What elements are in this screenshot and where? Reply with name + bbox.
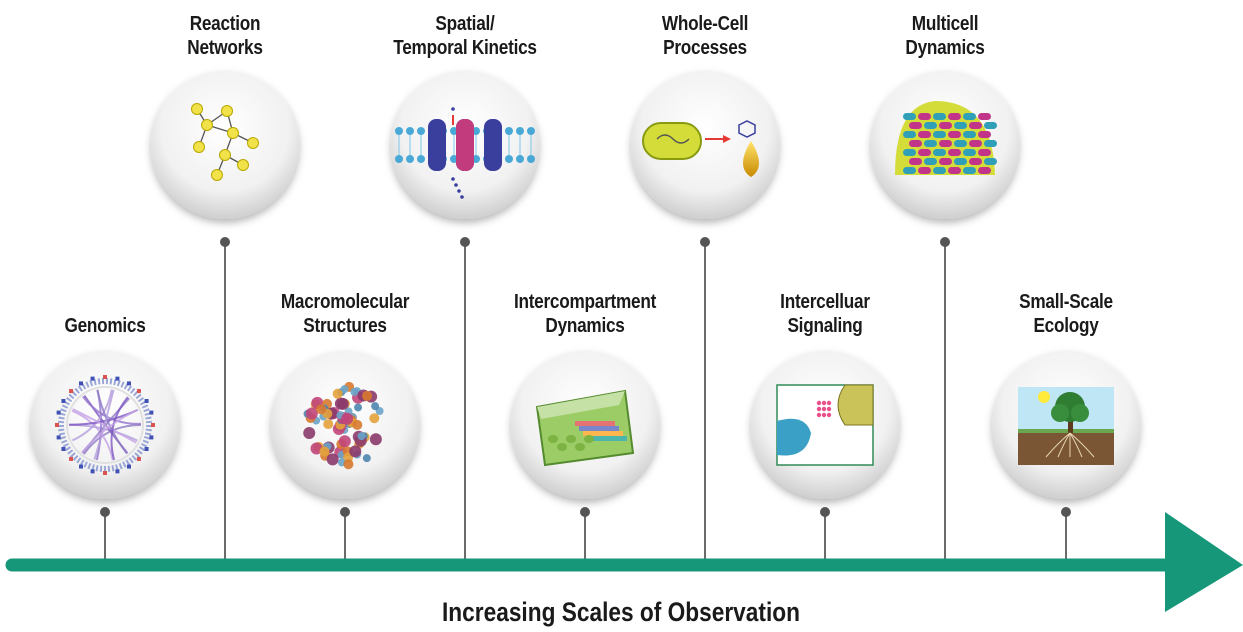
stage-label-line: Dynamics [545, 315, 625, 337]
connector-stems [100, 237, 1071, 565]
biofilm-colony-icon [871, 71, 1019, 219]
stage-label-line: Multicell [911, 13, 979, 35]
stage-stem-dot [460, 237, 470, 247]
stage-stem-dot [580, 507, 590, 517]
tree-soil-ecology-icon [992, 351, 1140, 499]
scale-arrow [5, 512, 1243, 612]
stage-label-line: Processes [663, 37, 747, 59]
stage-stem-dot [100, 507, 110, 517]
stage-label-line: Temporal Kinetics [393, 37, 537, 59]
stage-label-line: Whole-Cell [661, 13, 749, 35]
stage-stem-dot [940, 237, 950, 247]
membrane-transporter-icon [391, 71, 539, 219]
stage-label: Genomics [10, 314, 199, 338]
stage-bubble [631, 71, 779, 219]
stage-label: Spatial/Temporal Kinetics [370, 12, 559, 60]
axis-title: Increasing Scales of Observation [442, 597, 800, 627]
stage-label-line: Macromolecular [280, 291, 410, 313]
stage-label-line: Genomics [64, 315, 146, 337]
stage-label-line: Intercompartment [513, 291, 657, 313]
stage-label-line: Networks [187, 37, 263, 59]
stage-label-line: Structures [303, 315, 387, 337]
stage-label-line: Reaction [189, 13, 261, 35]
stage-bubble [151, 71, 299, 219]
cell-signaling-icon [751, 351, 899, 499]
genome-circos-plot-icon [31, 351, 179, 499]
stage-label-line: Intercelluar [780, 291, 870, 313]
plant-cell-compartments-icon [511, 351, 659, 499]
stage-label-line: Dynamics [905, 37, 985, 59]
reaction-network-graph-icon [151, 71, 299, 219]
stage-label-line: Ecology [1033, 315, 1099, 337]
stage-label-line: Spatial/ [435, 13, 495, 35]
stage-stem-dot [820, 507, 830, 517]
bacterium-oil-production-icon [631, 71, 779, 219]
stage-stem-dot [220, 237, 230, 247]
stage-stem-dot [340, 507, 350, 517]
protein-structure-icon [271, 351, 419, 499]
stage-label-line: Small-Scale [1019, 291, 1113, 313]
stage-stem-dot [1061, 507, 1071, 517]
stage-label-line: Signaling [787, 315, 863, 337]
stage-stem-dot [700, 237, 710, 247]
